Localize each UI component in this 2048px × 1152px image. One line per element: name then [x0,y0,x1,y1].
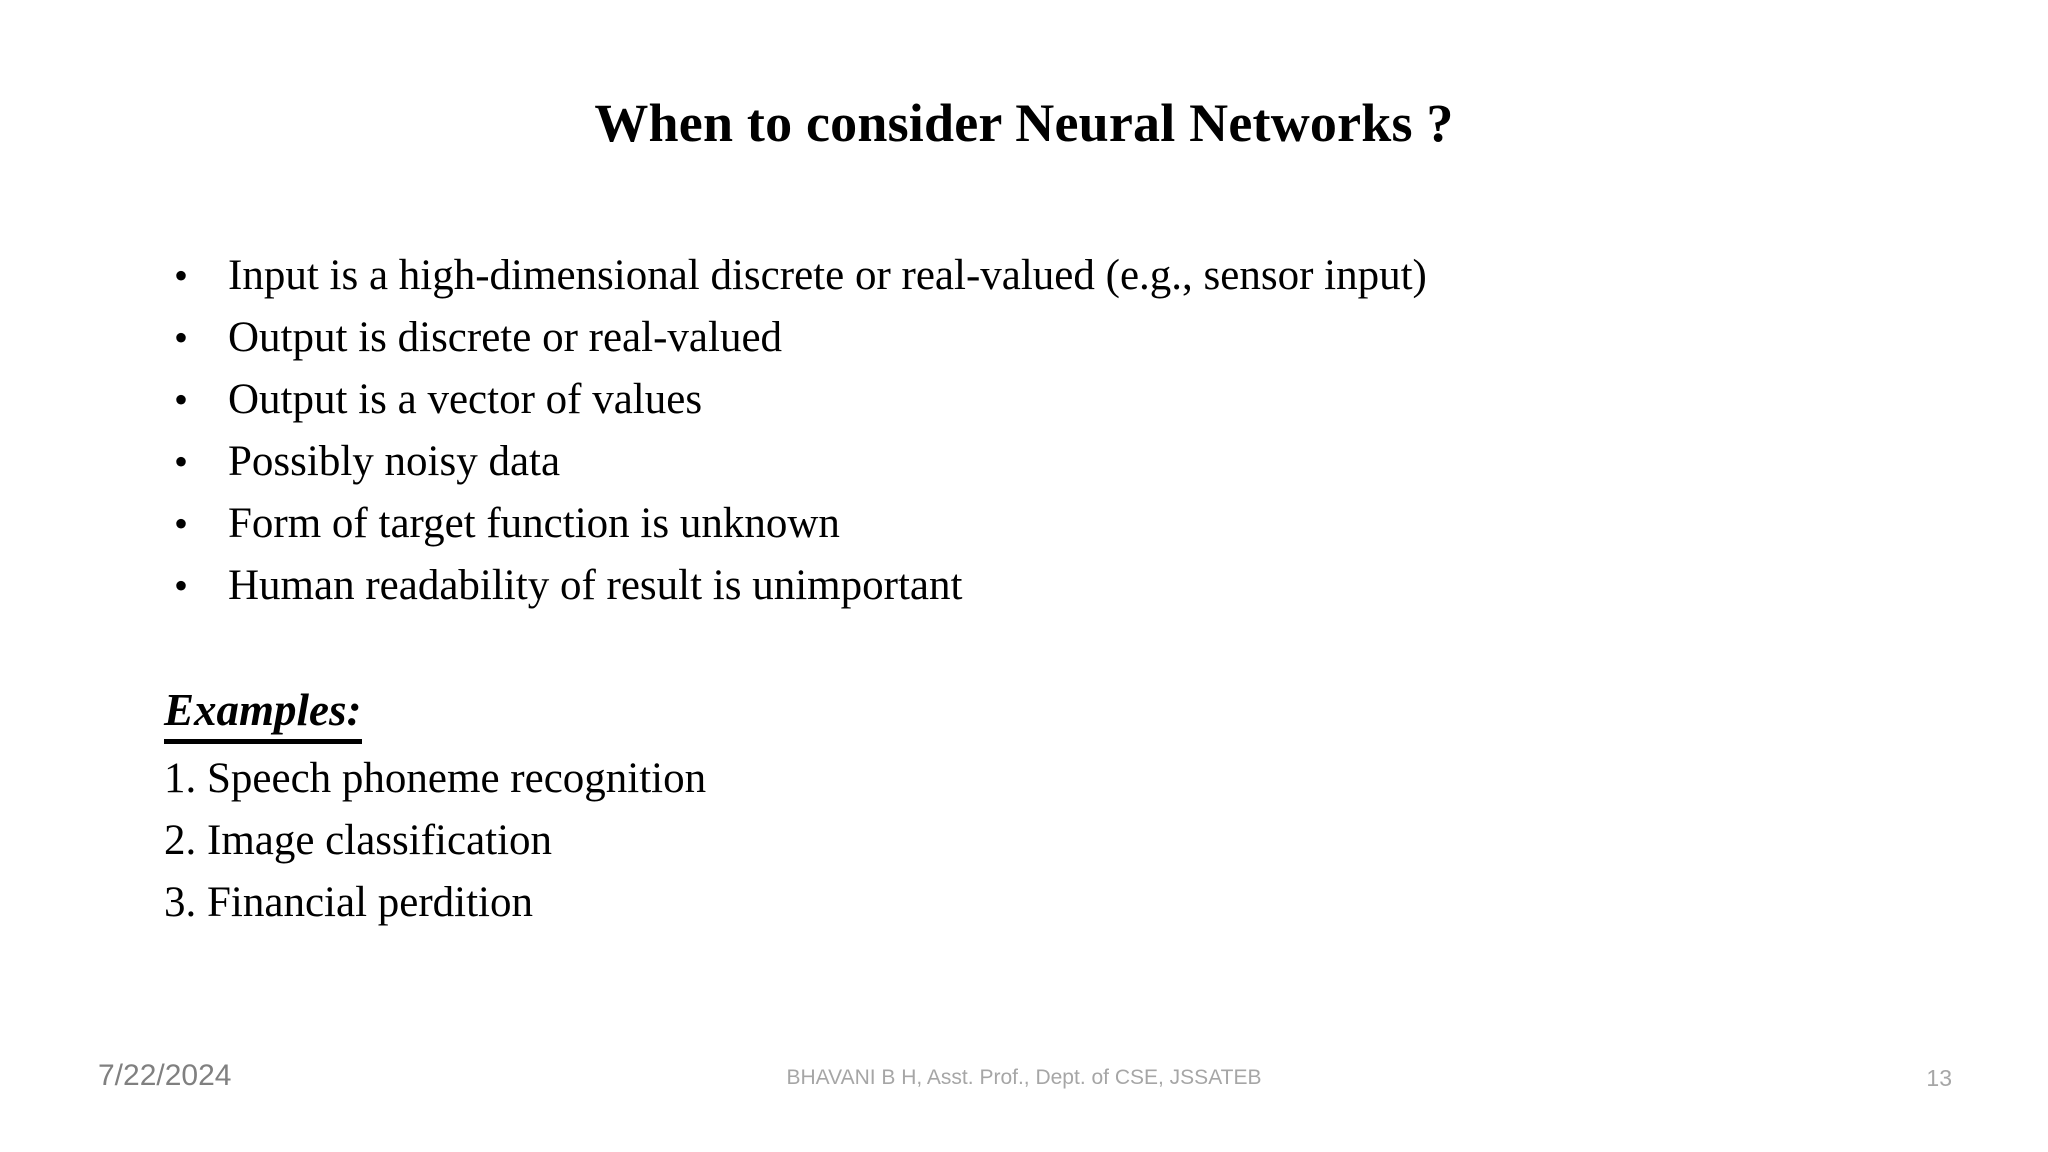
bullet-point-icon: • [174,377,189,422]
numbered-list: 1. Speech phoneme recognition 2. Image c… [164,748,1564,934]
footer-page-number: 13 [1926,1065,1952,1091]
page-title: When to consider Neural Networks ? [594,93,1454,153]
list-item-label: Human readability of result is unimporta… [228,562,963,609]
list-item: 1. Speech phoneme recognition [164,755,707,802]
list-item: • Input is a high-dimensional discrete o… [168,245,1868,307]
list-item: • Form of target function is unknown [168,493,1868,555]
examples-list: 1. Speech phoneme recognition 2. Image c… [164,748,1564,934]
list-item: • Human readability of result is unimpor… [168,555,1868,617]
list-item: • Output is a vector of values [168,369,1868,431]
bullet-list: • Input is a high-dimensional discrete o… [168,245,1868,617]
slide-body: • Input is a high-dimensional discrete o… [168,245,1868,617]
list-item-label: Output is a vector of values [228,376,703,423]
list-item-label: Possibly noisy data [228,438,561,485]
bullet-point-icon: • [174,563,189,608]
list-item: 3. Financial perdition [164,879,534,926]
list-item-label: Output is discrete or real-valued [228,314,783,361]
list-item: • Output is discrete or real-valued [168,307,1868,369]
bullet-point-icon: • [174,501,189,546]
bullet-point-icon: • [174,315,189,360]
list-item: 2. Image classification [164,817,553,864]
bullet-point-icon: • [174,253,189,298]
footer-attribution: BHAVANI B H, Asst. Prof., Dept. of CSE, … [786,1066,1262,1089]
list-item-label: Form of target function is unknown [228,500,840,547]
footer-date: 7/22/2024 [98,1059,232,1092]
list-item-label: Input is a high-dimensional discrete or … [228,252,1427,299]
slide-footer: 7/22/2024 BHAVANI B H, Asst. Prof., Dept… [0,1032,2048,1152]
bullet-point-icon: • [174,439,189,484]
examples-heading: Examples: [164,682,362,744]
list-item: • Possibly noisy data [168,431,1868,493]
